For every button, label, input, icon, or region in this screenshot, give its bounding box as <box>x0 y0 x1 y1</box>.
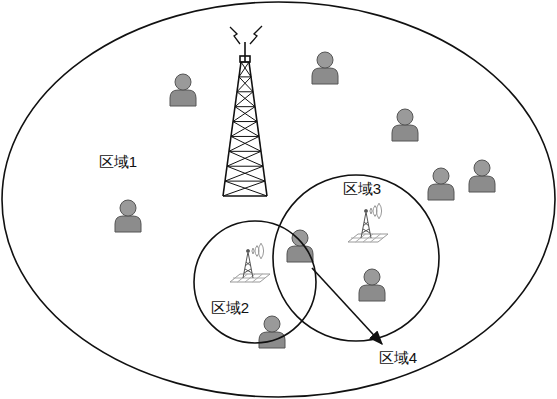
tower-brace <box>233 122 259 137</box>
tower-rung <box>239 76 251 77</box>
antenna-tip <box>246 249 249 252</box>
user-body <box>115 216 141 232</box>
region-label: 区域1 <box>99 153 137 171</box>
signal-bolt <box>250 26 262 44</box>
user-head <box>433 168 449 184</box>
tower-rung <box>237 91 253 92</box>
user-head <box>292 230 308 246</box>
tower-base <box>223 195 267 197</box>
tower-rung <box>227 166 263 167</box>
user-icon <box>312 52 338 84</box>
antenna-tip <box>364 209 367 212</box>
region-label: 区域4 <box>379 349 417 367</box>
user-body <box>469 176 495 192</box>
tower-brace <box>235 92 253 107</box>
user-head <box>175 74 191 90</box>
tower-rung <box>235 106 255 107</box>
user-body <box>428 184 454 200</box>
tower-rung <box>229 151 261 152</box>
signal-wave <box>373 206 375 217</box>
tower-rung <box>225 181 265 182</box>
tower-brace <box>239 77 253 92</box>
tower-platform <box>240 56 250 62</box>
signal-wave <box>252 248 253 254</box>
cell-region: 区域2 <box>193 220 317 344</box>
user-body <box>170 90 196 106</box>
user-body <box>312 68 338 84</box>
user-icon <box>392 109 418 141</box>
region-label: 区域2 <box>211 299 249 317</box>
small-cell-tower <box>348 203 388 242</box>
signal-wave <box>255 246 257 257</box>
tower-brace <box>239 62 249 77</box>
pad-grid <box>351 238 383 239</box>
base-station-tower <box>223 26 267 196</box>
tower-brace <box>229 151 263 166</box>
tower-brace <box>233 107 255 122</box>
user-head <box>364 269 380 285</box>
tower-brace <box>231 136 261 151</box>
signal-wave <box>261 243 264 259</box>
region-border <box>273 175 439 341</box>
tower-brace <box>235 107 257 122</box>
tower-pad <box>230 274 270 282</box>
user-body <box>392 125 418 141</box>
signal-wave <box>258 243 261 259</box>
tower-brace <box>241 62 251 77</box>
user-icon <box>287 230 313 262</box>
tower-brace <box>223 181 265 196</box>
tower-brace <box>229 136 259 151</box>
tower-pad <box>348 234 388 242</box>
tower-brace <box>225 181 267 196</box>
tower-antenna <box>244 42 246 62</box>
signal-wave <box>371 208 372 214</box>
tower-brace <box>227 151 261 166</box>
region-label: 区域3 <box>343 180 381 198</box>
user-head <box>397 109 413 125</box>
cell-region: 区域3 <box>272 174 440 342</box>
signal-wave <box>370 208 371 214</box>
signal-wave <box>376 203 379 219</box>
user-head <box>474 160 490 176</box>
signal-wave <box>253 248 254 254</box>
tower-rung <box>231 136 259 137</box>
region-border <box>194 221 316 343</box>
tower-brace <box>225 166 263 181</box>
signal-wave <box>379 203 382 219</box>
user-icon <box>469 160 495 192</box>
movement-arrow <box>312 268 382 344</box>
tower-brace <box>231 122 257 137</box>
tower-brace <box>227 166 265 181</box>
tower-brace <box>237 77 251 92</box>
tower-brace <box>237 92 255 107</box>
user-body <box>359 285 385 301</box>
tower-frame <box>361 212 371 238</box>
user-head <box>264 316 280 332</box>
region-outline <box>272 174 440 342</box>
user-icon <box>170 74 196 106</box>
small-cell-tower <box>230 243 270 282</box>
user-head <box>317 52 333 68</box>
small-cell-towers <box>230 203 388 282</box>
user-icon <box>115 200 141 232</box>
region-outline <box>193 220 317 344</box>
tower-frame <box>243 252 253 278</box>
user-icon <box>428 168 454 200</box>
user-head <box>120 200 136 216</box>
signal-bolt <box>230 27 240 44</box>
user-icon <box>359 269 385 301</box>
tower-rung <box>233 121 257 122</box>
pad-grid <box>233 278 265 279</box>
users <box>115 52 495 348</box>
